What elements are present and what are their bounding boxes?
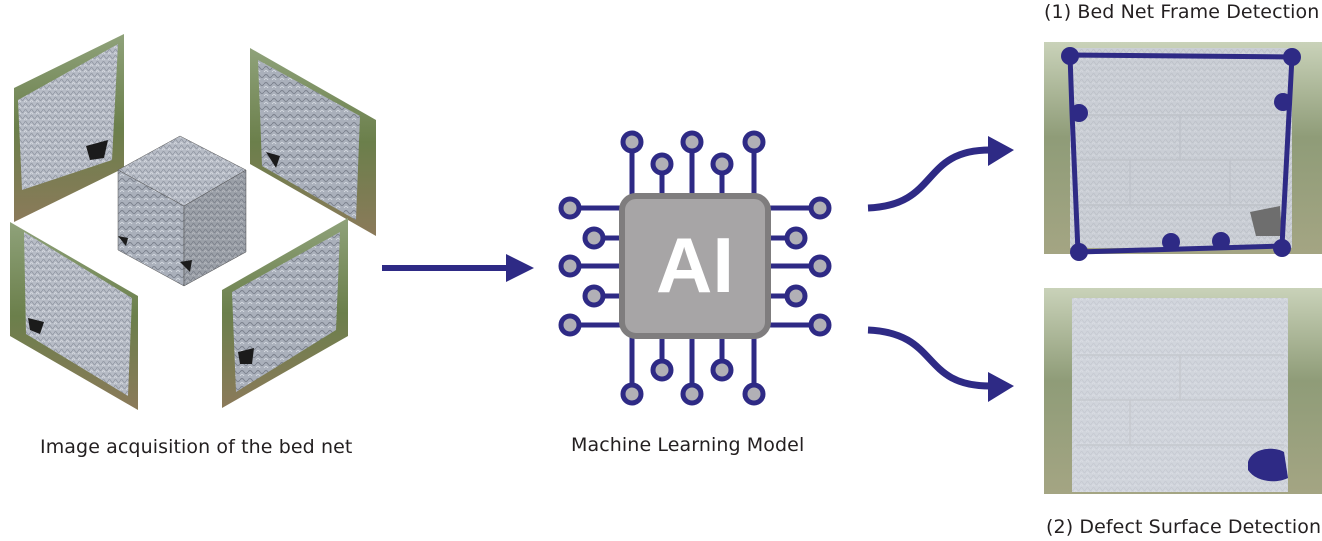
chip-pin-terminal [784, 284, 808, 308]
wall-blocks [1074, 114, 1288, 206]
wall-blocks [1076, 354, 1284, 446]
chip-pin-terminal [650, 152, 674, 176]
curved-arrow-icon-up [867, 136, 1014, 212]
chip-pin-terminal [742, 130, 766, 154]
acquisition-label: Image acquisition of the bed net [40, 436, 353, 458]
chip-pin-terminal [808, 254, 832, 278]
bed-net-photo-top-right [250, 48, 376, 236]
chip-body [619, 193, 771, 339]
chip-pin-terminal [558, 313, 582, 337]
chip-pins [558, 130, 832, 406]
arrow-right-icon [382, 254, 534, 282]
chip-pin-terminal [784, 226, 808, 250]
chip-pin-terminal [808, 313, 832, 337]
chip-pin-terminal [558, 254, 582, 278]
frame-detection-image [1044, 42, 1322, 261]
chip-pin-terminal [680, 382, 704, 406]
chip-pin-terminal [582, 226, 606, 250]
bed-net-photo-top-left [14, 34, 124, 222]
chip-icon: AI [558, 130, 832, 406]
defect-detection-image [1044, 288, 1322, 494]
bed-net-photo-bottom-left [10, 222, 138, 410]
chip-pin-terminal [710, 152, 734, 176]
frame-keypoints [1061, 47, 1301, 261]
defect-mask [1248, 448, 1288, 482]
acquisition-collage [10, 34, 376, 410]
chip-pin-terminal [650, 358, 674, 382]
chip-label: AI [656, 221, 734, 309]
chip-pin-terminal [620, 382, 644, 406]
chip-pin-terminal [558, 196, 582, 220]
frame-detection-label: (1) Bed Net Frame Detection [1044, 1, 1320, 23]
model-label: Machine Learning Model [571, 434, 805, 456]
chip-pin-terminal [742, 382, 766, 406]
chip-pin-terminal [620, 130, 644, 154]
chip-pin-terminal [808, 196, 832, 220]
chip-pin-terminal [582, 284, 606, 308]
frame-outline [1067, 52, 1295, 255]
defect-detection-label: (2) Defect Surface Detection [1046, 516, 1322, 538]
bed-net-photo-bottom-right [222, 218, 348, 408]
chip-pin-terminal [680, 130, 704, 154]
defect-hole [1250, 206, 1282, 236]
curved-arrow-icon-down [867, 326, 1014, 402]
chip-pin-terminal [710, 358, 734, 382]
bed-net-cube [117, 135, 247, 287]
